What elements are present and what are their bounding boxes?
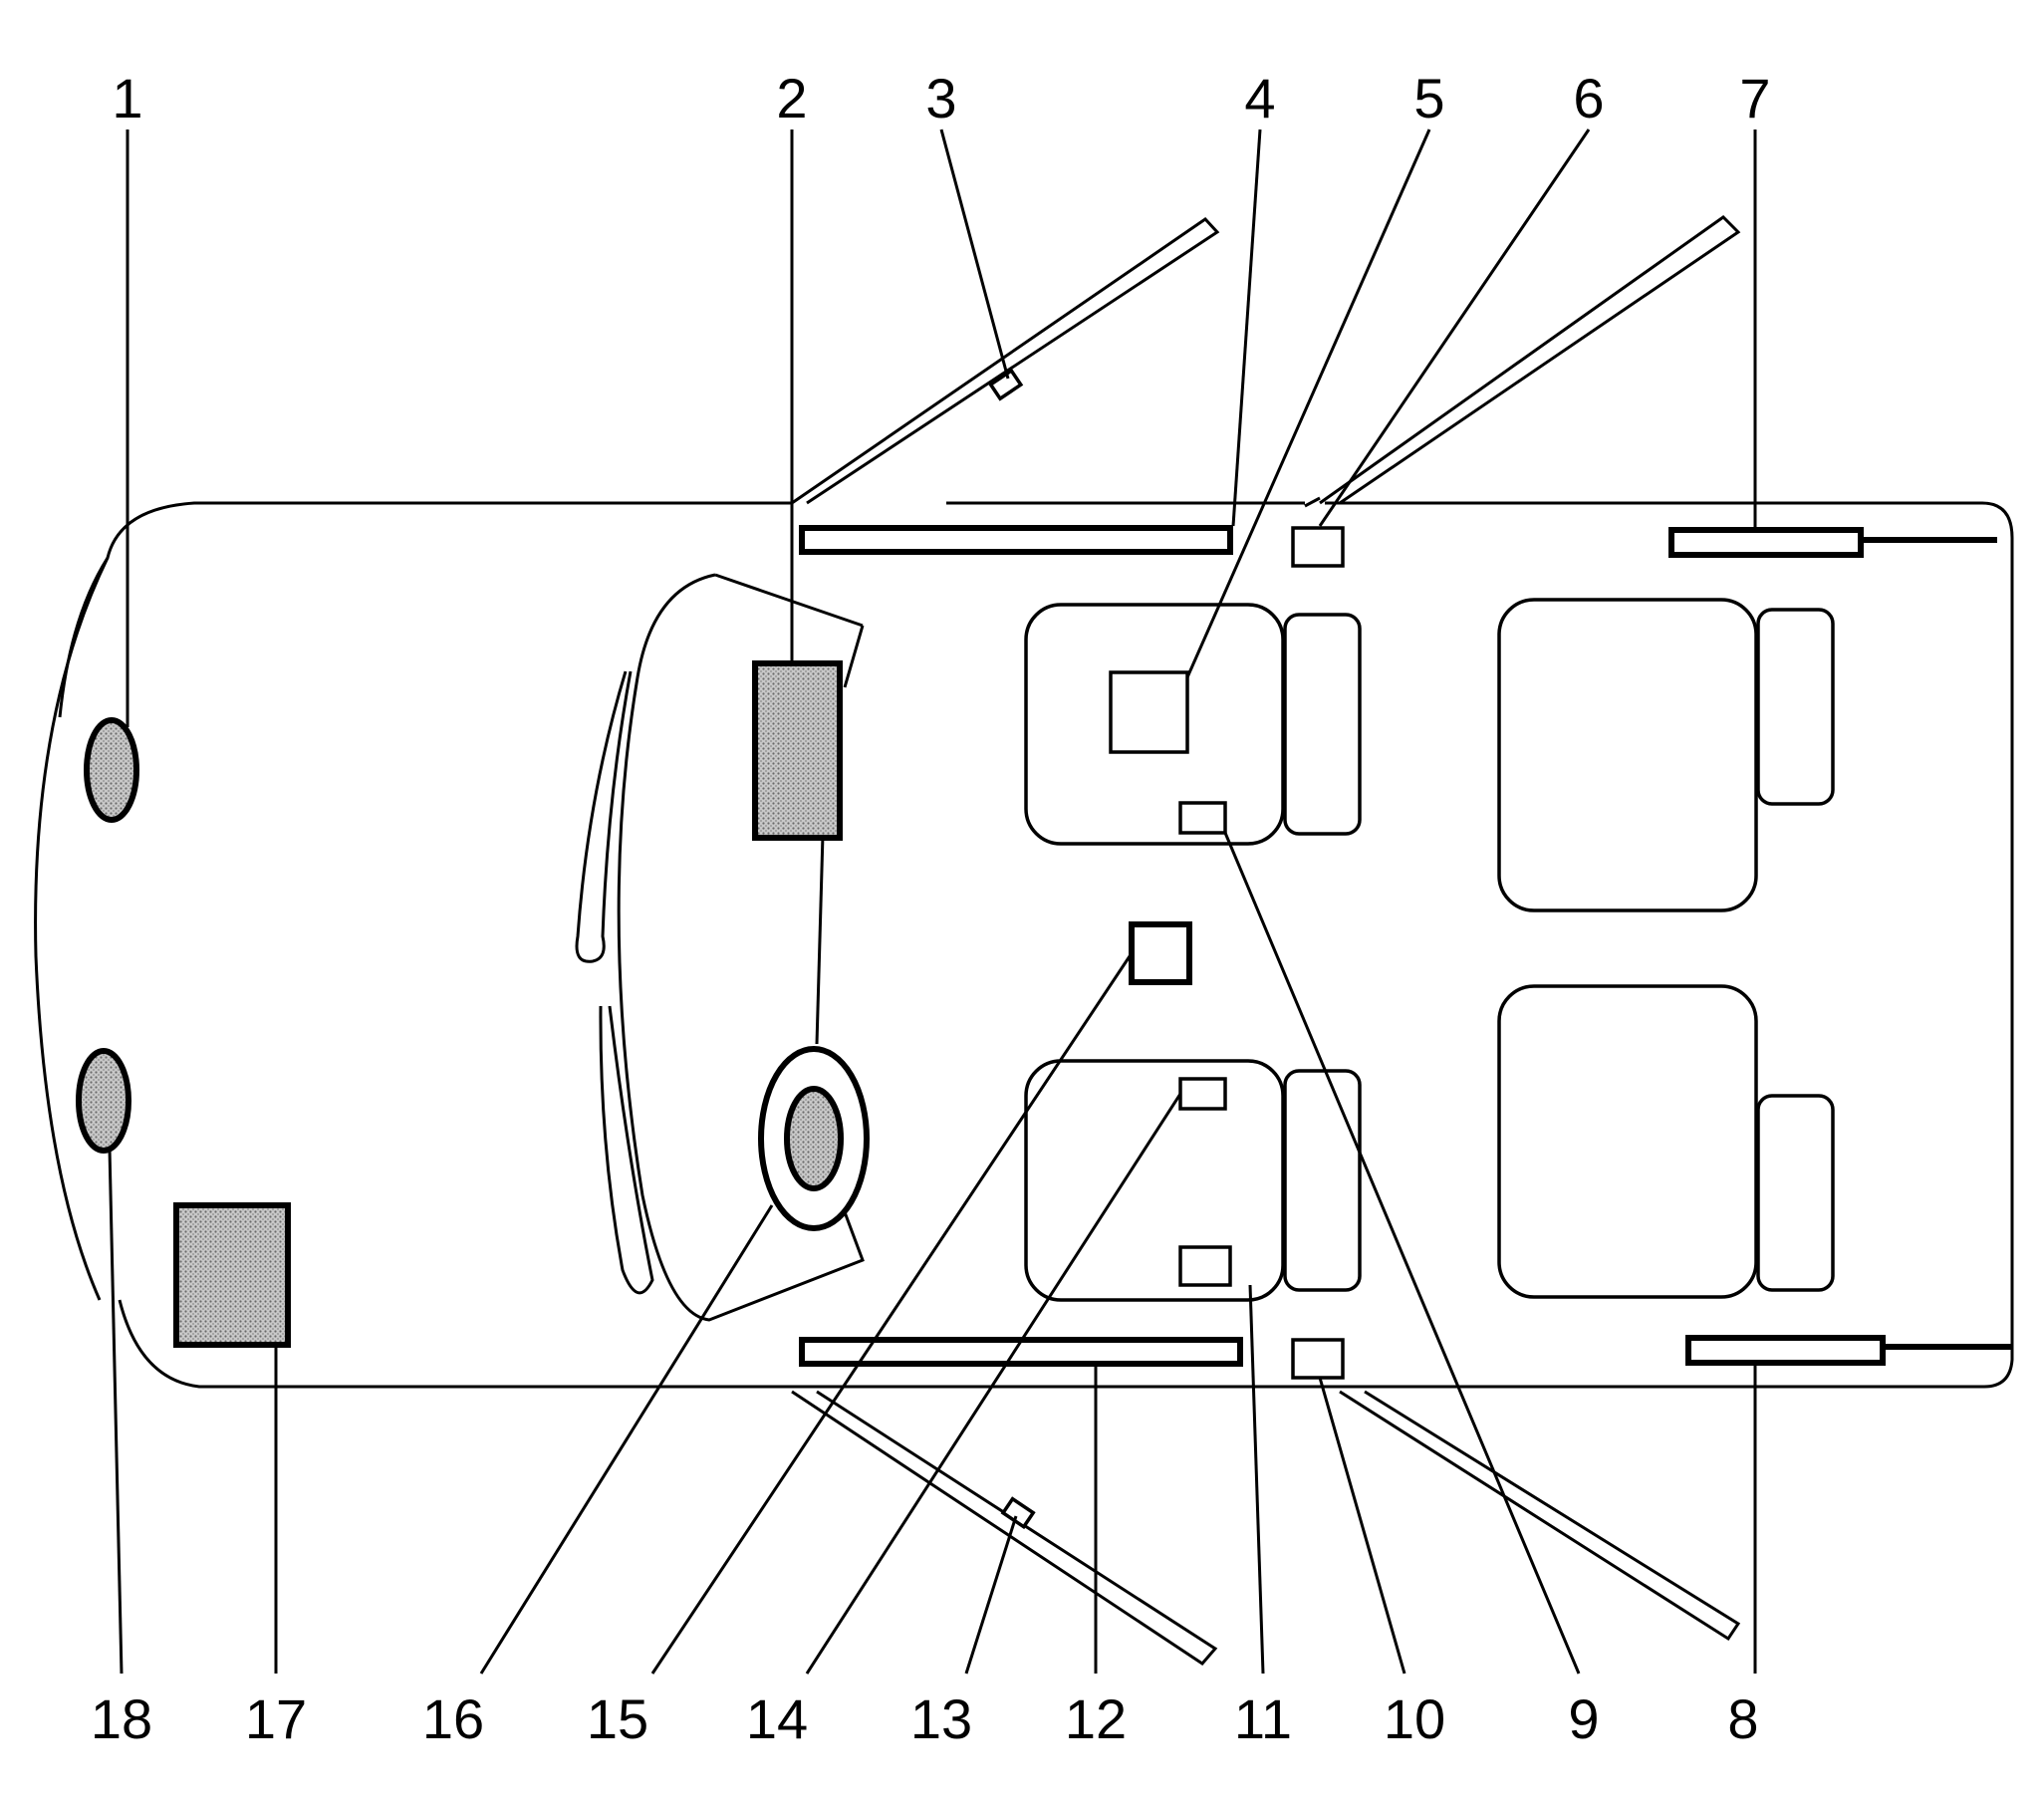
side-sensor-10 [1291,1338,1345,1380]
seat-sensor-9 [1178,801,1227,835]
right-rear-rail [1685,1335,1886,1366]
side-sensor-6 [1291,526,1345,568]
callout-17: 17 [245,1687,307,1750]
callout-9: 9 [1568,1687,1599,1750]
front-left-door [791,217,1220,505]
callout-18: 18 [91,1687,152,1750]
rear-right-seat [1497,984,1835,1299]
left-rear-rail [1668,527,1864,558]
callout-labels: 1 2 3 4 5 6 7 18 17 16 15 14 13 12 11 10… [91,67,1771,1750]
callout-16: 16 [422,1687,484,1750]
callout-7: 7 [1739,67,1770,129]
callout-13: 13 [910,1687,972,1750]
left-front-sensor [84,717,139,823]
rear-right-door [1339,1390,1741,1642]
callout-14: 14 [746,1687,808,1750]
callout-11: 11 [1234,1687,1292,1750]
seat-module-5 [1109,670,1189,754]
door-sensor-left [988,368,1024,401]
callout-8: 8 [1727,1687,1758,1750]
leader-lines [108,129,1757,1675]
callout-5: 5 [1413,67,1444,129]
rear-left-seat [1497,598,1835,912]
left-front-rail [799,525,1233,555]
callout-10: 10 [1384,1687,1445,1750]
callout-3: 3 [925,67,956,129]
sensing-module [173,1202,291,1348]
module-15 [1129,921,1192,985]
callout-12: 12 [1065,1687,1127,1750]
front-right-door [791,1390,1218,1666]
callout-4: 4 [1244,67,1275,129]
callout-2: 2 [776,67,807,129]
door-sensor-right [1000,1496,1036,1530]
rear-left-door [1304,215,1741,508]
callout-15: 15 [587,1687,648,1750]
callout-1: 1 [112,67,142,129]
callout-6: 6 [1573,67,1604,129]
instrument-panel [575,573,865,1322]
right-front-sensor [76,1048,131,1154]
seat-sensor-14 [1178,1077,1227,1111]
seat-module-11 [1178,1245,1232,1287]
front-left-seat [1024,603,1362,846]
front-right-seat [1024,1059,1362,1302]
vehicle-body [34,501,2014,1389]
driver-airbag-module [784,1086,844,1191]
passenger-airbag-module [752,660,843,841]
